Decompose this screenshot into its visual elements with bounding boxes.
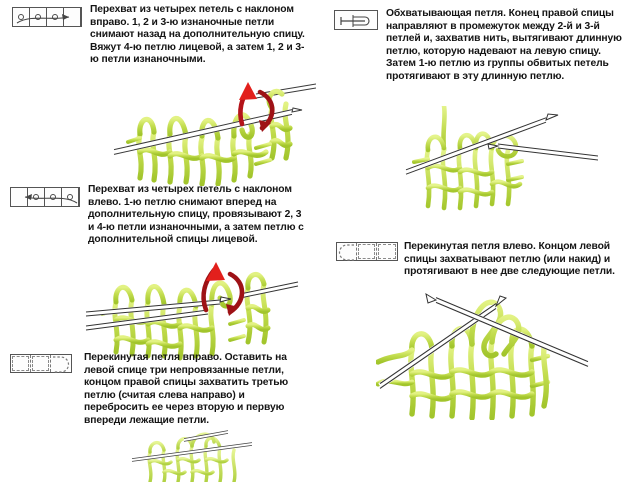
wrapped-stitch-illustration bbox=[398, 106, 598, 218]
purl-dot-icon bbox=[18, 14, 24, 20]
chart-cell-wrap-loop bbox=[335, 11, 377, 29]
four-stitch-cable-right-symbol bbox=[12, 7, 82, 27]
wrap-loop-icon bbox=[340, 15, 370, 27]
crossed-stitch-left-symbol bbox=[336, 242, 398, 261]
crossed-right-illustration bbox=[124, 430, 274, 482]
cable-right-text: Перехват из четырех петель с наклоном вп… bbox=[90, 4, 305, 66]
crossed-stitch-right-symbol bbox=[10, 354, 72, 373]
purl-dot-icon bbox=[52, 14, 58, 20]
chart-cell-arrow-right bbox=[64, 8, 81, 26]
purl-dot-icon bbox=[50, 194, 56, 200]
direction-arrow-icon bbox=[201, 262, 245, 316]
chart-cell-purl bbox=[13, 8, 30, 26]
wrapped-stitch-symbol bbox=[334, 10, 378, 30]
dashed-cell-inner bbox=[32, 356, 50, 371]
cable-left-arrow-icon bbox=[24, 194, 78, 204]
dashed-cell-inner bbox=[378, 244, 397, 259]
chart-cell-dashed bbox=[11, 355, 32, 372]
needle bbox=[405, 113, 559, 175]
cable-left-illustration bbox=[80, 252, 300, 362]
cable-right-arrow-icon bbox=[16, 14, 70, 24]
chart-cell-purl bbox=[45, 188, 62, 206]
needle bbox=[131, 442, 253, 462]
crossed-right-text: Перекинутая петля вправо. Оставить на ле… bbox=[84, 352, 289, 426]
needle bbox=[487, 143, 598, 161]
purl-dot-icon bbox=[33, 194, 39, 200]
direction-arrow-icon bbox=[238, 82, 275, 132]
needle bbox=[239, 281, 299, 299]
chart-cell-dashed bbox=[377, 243, 397, 260]
needle bbox=[85, 296, 232, 317]
cable-right-illustration bbox=[96, 78, 316, 186]
dashed-cell-inner bbox=[12, 356, 30, 371]
purl-dot-icon bbox=[35, 14, 41, 20]
chart-cell-dashed-round-left bbox=[337, 243, 358, 261]
round-left-icon bbox=[338, 244, 354, 261]
chart-cell-purl bbox=[28, 188, 45, 206]
chart-cell-dashed-round-right bbox=[51, 355, 71, 373]
chart-cell-purl bbox=[30, 8, 47, 26]
dashed-cell-inner bbox=[358, 244, 376, 259]
chart-cell-dashed bbox=[357, 243, 378, 260]
needle bbox=[183, 430, 229, 442]
needle bbox=[85, 309, 209, 331]
four-stitch-cable-left-symbol bbox=[10, 187, 80, 207]
needle bbox=[425, 292, 590, 367]
round-right-icon bbox=[53, 356, 70, 373]
crossed-left-illustration bbox=[376, 288, 602, 420]
chart-cell-dashed bbox=[31, 355, 52, 372]
cable-left-text: Перехват из четырех петель с наклоном вл… bbox=[88, 184, 304, 246]
crossed-left-text: Перекинутая петля влево. Концом левой сп… bbox=[404, 241, 615, 278]
wrapped-stitch-text: Обхватывающая петля. Конец правой спицы … bbox=[386, 8, 622, 82]
